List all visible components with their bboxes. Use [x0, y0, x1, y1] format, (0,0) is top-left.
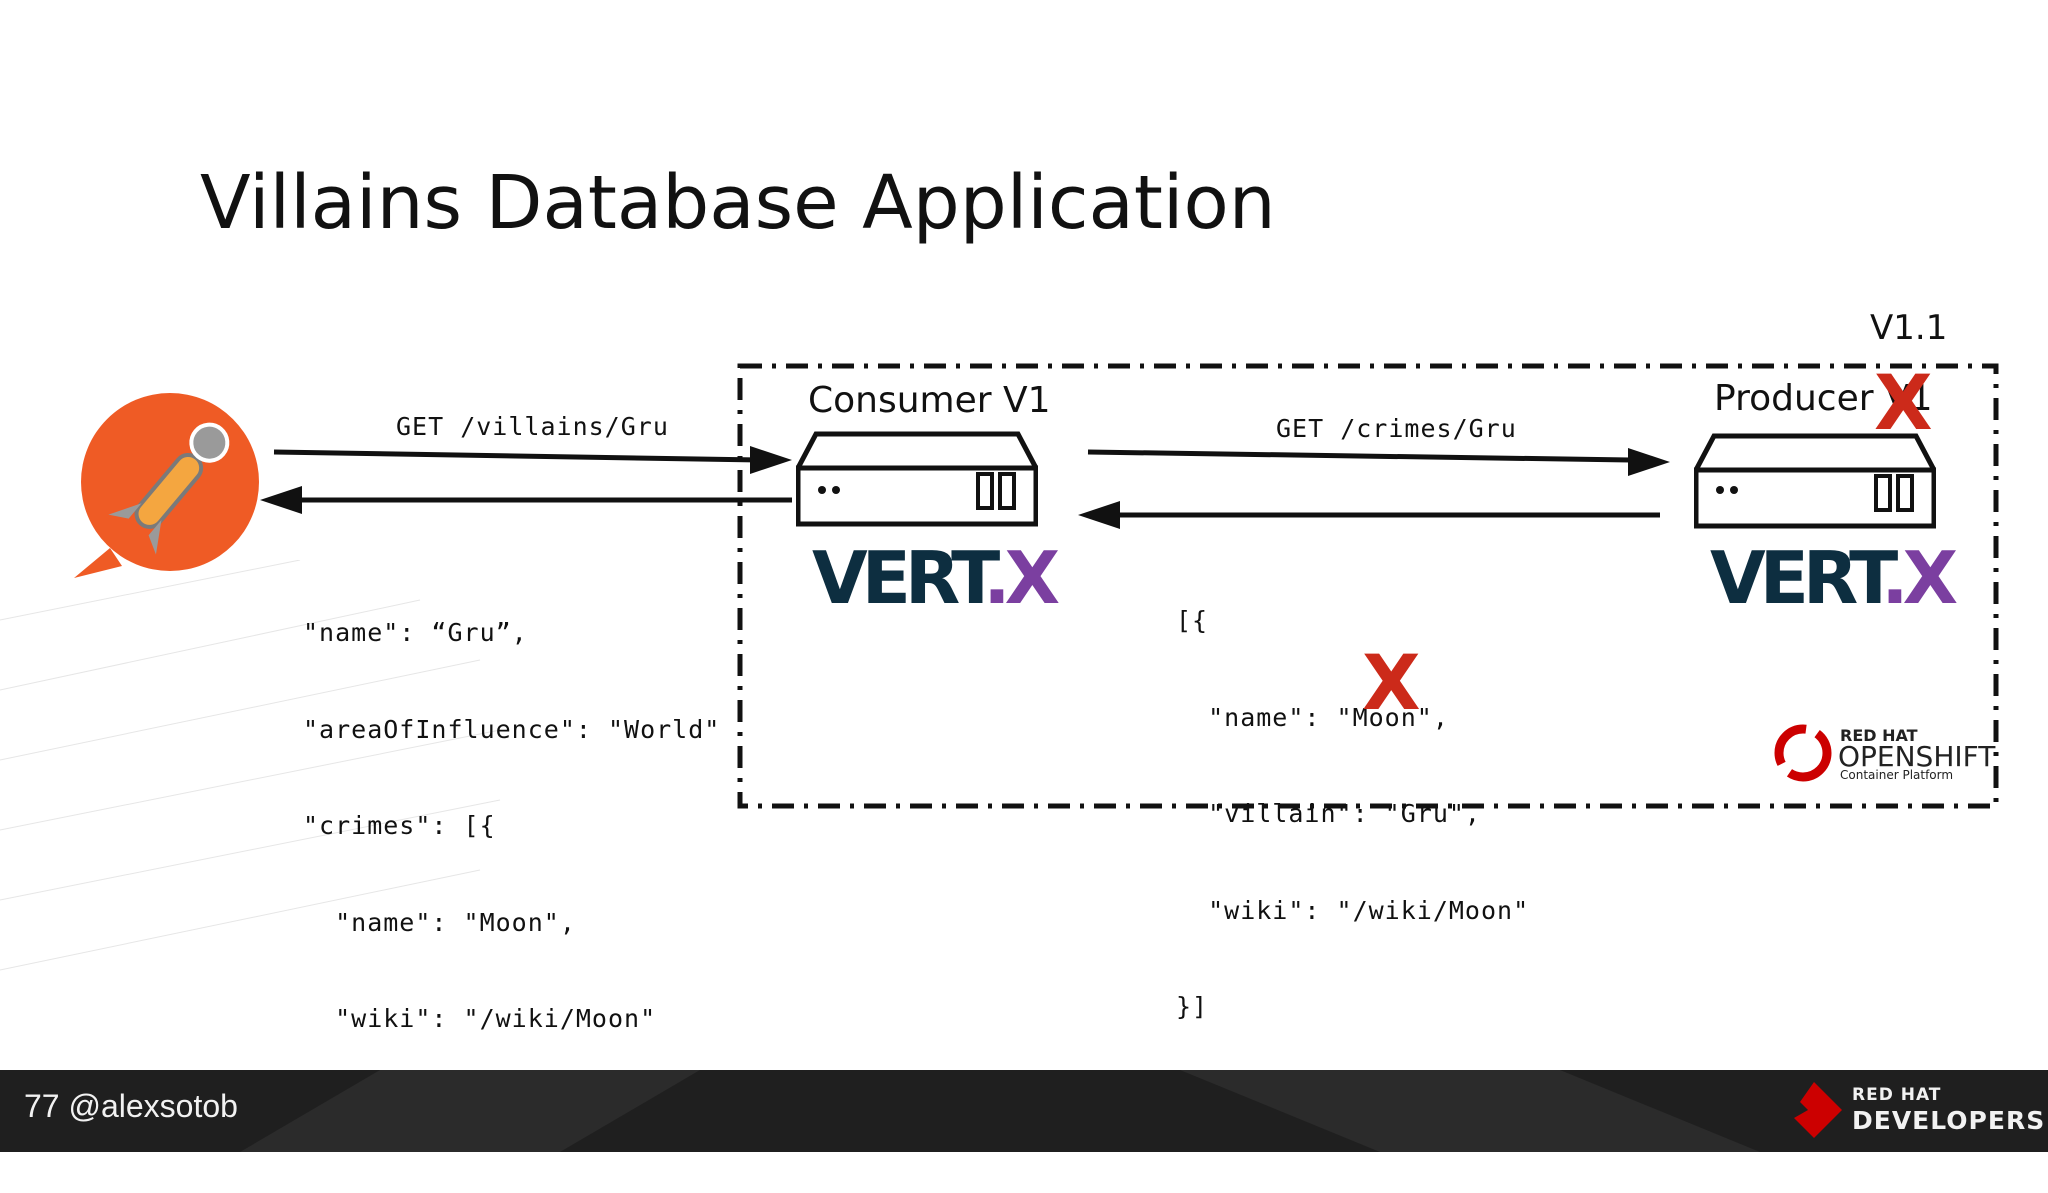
vertx-logo-x: X: [1902, 536, 1958, 620]
vertx-logo-x: X: [1004, 536, 1060, 620]
client-arrows: [260, 446, 792, 514]
postman-rocket-icon: [74, 393, 259, 578]
code-line: "wiki": "/wiki/Moon": [303, 1004, 657, 1033]
footer-handle: 77 @alexsotob: [24, 1088, 238, 1125]
code-line: "wiki": "/wiki/Moon": [1176, 895, 1530, 925]
producer-request-label: GET /crimes/Gru: [1276, 414, 1517, 443]
author-handle: @alexsotob: [68, 1088, 238, 1124]
slide-title: Villains Database Application: [200, 160, 1276, 246]
vertx-logo-dot: .: [983, 536, 1010, 620]
footer-decoration: [240, 1070, 1760, 1152]
consumer-label: Consumer V1: [808, 380, 1051, 421]
background-decoration: [0, 560, 501, 971]
vertx-logo-text: VERT: [1710, 536, 1887, 620]
vertx-logo-dot: .: [1881, 536, 1908, 620]
footer-bar: 77 @alexsotob RED HAT DEVELOPERS: [0, 1070, 2048, 1152]
slide: Villains Database Application V1.1 GET /…: [0, 160, 2048, 1152]
page-number: 77: [24, 1088, 60, 1124]
server-icon: [796, 431, 1038, 527]
openshift-boundary: [737, 363, 1999, 809]
footer-brand-bottom: DEVELOPERS: [1852, 1106, 2046, 1135]
version-label: V1.1: [1870, 308, 1948, 348]
version-strike-mark: X: [1874, 358, 1933, 447]
code-line: "crimes": [{: [303, 811, 496, 840]
redhat-logo-icon: [1794, 1082, 1842, 1138]
code-line: "name": "Moon",: [303, 907, 576, 937]
openshift-logo-top: RED HAT: [1840, 726, 1918, 745]
wiki-strike-mark: X: [1362, 638, 1421, 727]
server-icon: [1694, 433, 1936, 529]
code-line: }]: [1176, 992, 1209, 1021]
footer-brand-top: RED HAT: [1852, 1085, 1942, 1105]
producer-vertx-logo: VERT.X: [1710, 536, 1958, 620]
producer-response-json: [{ "name": "Moon", "villain": "Gru", "wi…: [1176, 544, 1529, 1085]
producer-label: Producer V1: [1714, 378, 1933, 419]
openshift-logo-icon: [1774, 724, 1832, 782]
openshift-logo-bottom: Container Platform: [1840, 768, 1954, 782]
code-line: "name": "Moon",: [1176, 702, 1449, 732]
code-line: "villain": "Gru",: [1176, 799, 1481, 828]
code-line: "name": “Gru”,: [303, 618, 528, 647]
code-line: "areaOfInfluence": "World": [303, 714, 721, 744]
vertx-logo-text: VERT: [812, 536, 989, 620]
code-line: [{: [1176, 606, 1209, 635]
openshift-logo-middle: OPENSHIFT: [1838, 740, 1996, 773]
client-response-json: "name": “Gru”, "areaOfInfluence": "World…: [303, 556, 720, 1193]
producer-arrows: [1078, 448, 1670, 529]
client-request-label: GET /villains/Gru: [396, 412, 669, 441]
consumer-vertx-logo: VERT.X: [812, 536, 1060, 620]
